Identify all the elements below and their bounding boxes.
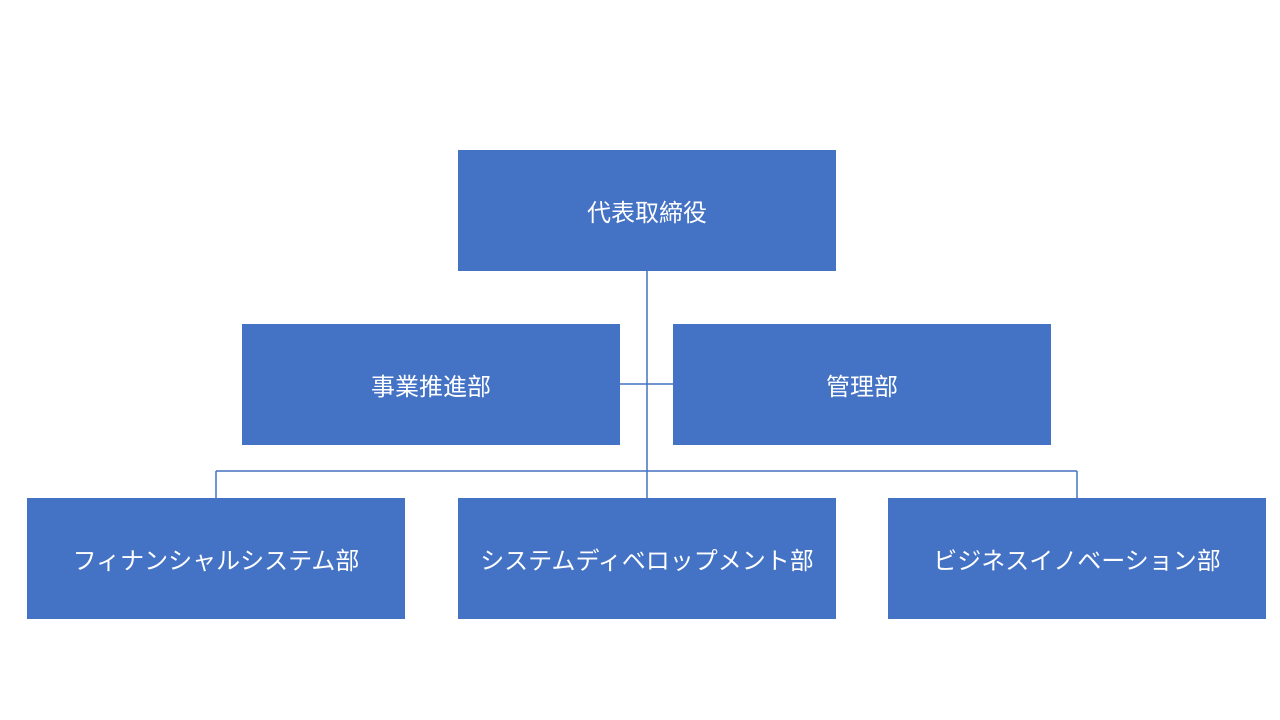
node-label: 管理部 bbox=[826, 373, 898, 401]
node-label: フィナンシャルシステム部 bbox=[72, 547, 360, 575]
node-business-promotion-dept: 事業推進部 bbox=[242, 324, 620, 445]
node-label: システムディベロップメント部 bbox=[480, 547, 814, 575]
node-financial-system-dept: フィナンシャルシステム部 bbox=[27, 498, 405, 619]
node-label: 事業推進部 bbox=[371, 373, 491, 401]
node-label: ビジネスイノベーション部 bbox=[933, 547, 1221, 575]
node-system-development-dept: システムディベロップメント部 bbox=[458, 498, 836, 619]
node-label: 代表取締役 bbox=[587, 199, 707, 227]
node-representative-director: 代表取締役 bbox=[458, 150, 836, 271]
node-administration-dept: 管理部 bbox=[673, 324, 1051, 445]
node-business-innovation-dept: ビジネスイノベーション部 bbox=[888, 498, 1266, 619]
